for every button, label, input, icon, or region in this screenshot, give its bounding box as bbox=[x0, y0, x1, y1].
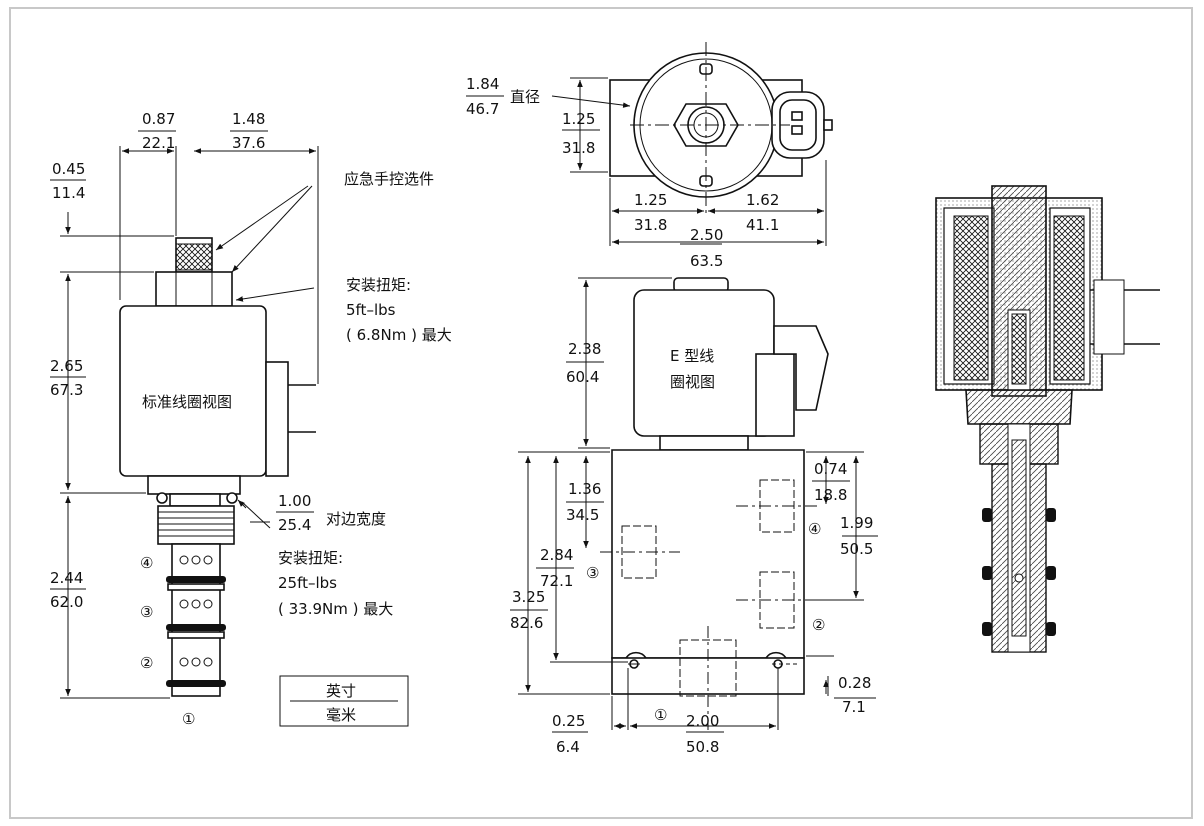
cross-section-view bbox=[935, 185, 1160, 653]
torque-top-title: 安装扭矩: bbox=[346, 276, 411, 294]
dim-right-width-inch: 1.48 bbox=[232, 110, 265, 128]
dim-stem-height-inch: 2.44 bbox=[50, 569, 83, 587]
dim-cap-height-inch: 0.45 bbox=[52, 160, 85, 178]
hex-label: 对边宽度 bbox=[326, 510, 386, 528]
torque-top-lbs: 5ft–lbs bbox=[346, 301, 396, 319]
dim-028-inch: 0.28 bbox=[838, 674, 871, 692]
dim-e-coil-height-inch: 2.38 bbox=[568, 340, 601, 358]
torque-top-nm: ( 6.8Nm ) 最大 bbox=[346, 326, 452, 344]
dim-top-right-mm: 41.1 bbox=[746, 216, 779, 234]
dim-hex-inch: 1.00 bbox=[278, 492, 311, 510]
dim-coil-height-inch: 2.65 bbox=[50, 357, 83, 375]
front-port-2: ② bbox=[812, 616, 825, 634]
standard-coil-label: 标准线圈视图 bbox=[142, 393, 232, 411]
dim-284-inch: 2.84 bbox=[540, 546, 573, 564]
dim-325-inch: 3.25 bbox=[512, 588, 545, 606]
dim-199-inch: 1.99 bbox=[840, 514, 873, 532]
front-port-1: ① bbox=[654, 706, 667, 724]
dim-right-width-mm: 37.6 bbox=[232, 134, 265, 152]
dim-200-mm: 50.8 bbox=[686, 738, 719, 756]
e-coil-label-1: E 型线 bbox=[670, 347, 714, 365]
torque-bottom-nm: ( 33.9Nm ) 最大 bbox=[278, 600, 393, 618]
dim-top-height-mm: 31.8 bbox=[562, 139, 595, 157]
torque-bottom-lbs: 25ft–lbs bbox=[278, 574, 337, 592]
e-coil-view bbox=[600, 277, 829, 730]
dim-top-width-inch: 0.87 bbox=[142, 110, 175, 128]
left-dimension-lines bbox=[50, 130, 319, 699]
e-coil-label-2: 圈视图 bbox=[670, 373, 715, 391]
dim-diameter-inch: 1.84 bbox=[466, 75, 499, 93]
dim-stem-height-mm: 62.0 bbox=[50, 593, 83, 611]
top-view-dimension-lines bbox=[466, 77, 827, 246]
standard-coil-view bbox=[119, 237, 316, 697]
torque-bottom-title: 安装扭矩: bbox=[278, 549, 343, 567]
front-port-3: ③ bbox=[586, 564, 599, 582]
unit-legend bbox=[279, 675, 409, 727]
dim-136-inch: 1.36 bbox=[568, 480, 601, 498]
left-port-4: ④ bbox=[140, 554, 153, 572]
front-port-4: ④ bbox=[808, 520, 821, 538]
dim-top-total-mm: 63.5 bbox=[690, 252, 723, 270]
dim-136-mm: 34.5 bbox=[566, 506, 599, 524]
dim-074-inch: 0.74 bbox=[814, 460, 847, 478]
dim-028-mm: 7.1 bbox=[842, 698, 866, 716]
dim-325-mm: 82.6 bbox=[510, 614, 543, 632]
left-port-3: ③ bbox=[140, 603, 153, 621]
diameter-label: 直径 bbox=[510, 88, 540, 106]
dim-025-inch: 0.25 bbox=[552, 712, 585, 730]
dim-top-right-inch: 1.62 bbox=[746, 191, 779, 209]
front-dimension-lines bbox=[510, 277, 878, 733]
dim-top-height-inch: 1.25 bbox=[562, 110, 595, 128]
dim-074-mm: 18.8 bbox=[814, 486, 847, 504]
dim-e-coil-height-mm: 60.4 bbox=[566, 368, 599, 386]
legend-mm: 毫米 bbox=[326, 706, 356, 724]
dim-coil-height-mm: 67.3 bbox=[50, 381, 83, 399]
dim-top-total-inch: 2.50 bbox=[690, 226, 723, 244]
top-view bbox=[609, 42, 833, 214]
dim-hex-mm: 25.4 bbox=[278, 516, 311, 534]
dim-199-mm: 50.5 bbox=[840, 540, 873, 558]
dim-top-left-inch: 1.25 bbox=[634, 191, 667, 209]
dim-top-left-mm: 31.8 bbox=[634, 216, 667, 234]
dim-200-inch: 2.00 bbox=[686, 712, 719, 730]
manual-override-label: 应急手控选件 bbox=[344, 170, 434, 188]
drawing-frame bbox=[9, 7, 1193, 819]
dim-top-width-mm: 22.1 bbox=[142, 134, 175, 152]
dim-cap-height-mm: 11.4 bbox=[52, 184, 85, 202]
left-port-1: ① bbox=[182, 710, 195, 728]
legend-inch: 英寸 bbox=[326, 682, 356, 700]
left-port-2: ② bbox=[140, 654, 153, 672]
dim-diameter-mm: 46.7 bbox=[466, 100, 499, 118]
dim-284-mm: 72.1 bbox=[540, 572, 573, 590]
dim-025-mm: 6.4 bbox=[556, 738, 580, 756]
